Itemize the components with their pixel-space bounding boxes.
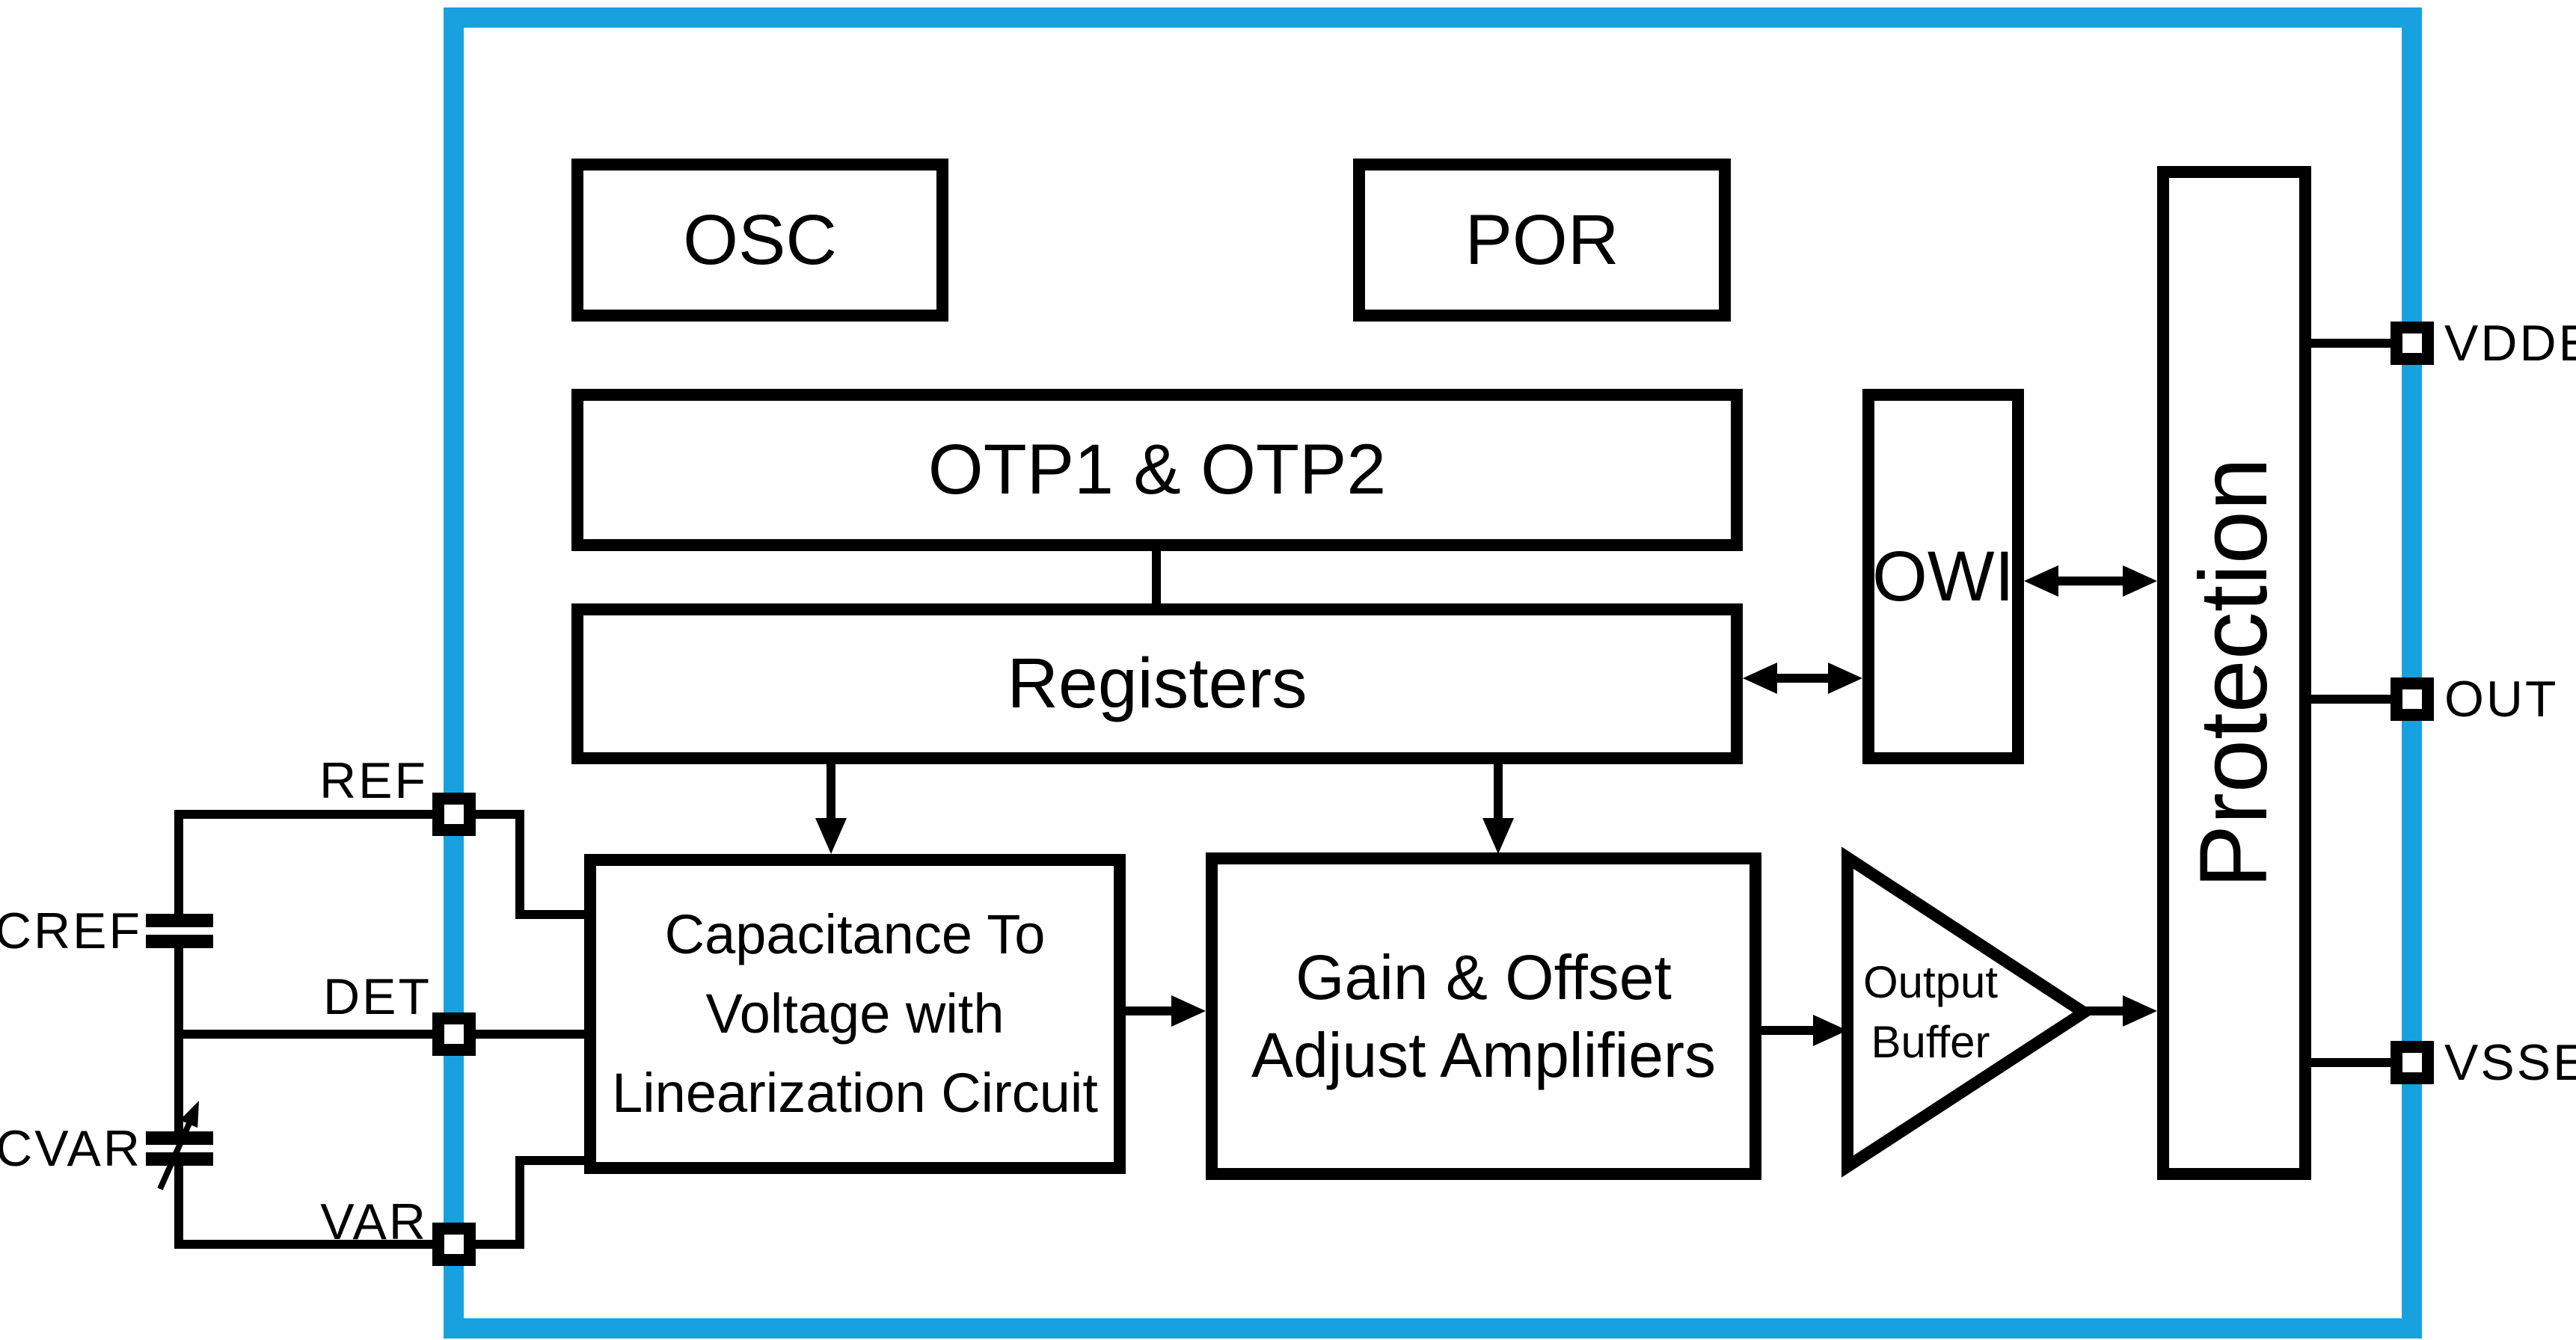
block-owi: OWI [1862, 389, 2024, 764]
block-osc: OSC [571, 159, 948, 322]
pin-label-var: VAR [320, 1193, 428, 1250]
block-capacitance-to-voltage: Capacitance To Voltage with Linearizatio… [584, 854, 1126, 1174]
c2v-line3: Linearization Circuit [612, 1062, 1098, 1124]
buffer-line1: Output [1862, 957, 1999, 1007]
arrowhead-down-c2v [815, 818, 847, 854]
pin-pad-det [432, 1012, 476, 1056]
wire-registers-owi [1773, 674, 1831, 683]
output-buffer-triangle [1841, 846, 2095, 1178]
pin-label-vdde: VDDE [2444, 315, 2576, 372]
pin-label-ref: REF [319, 752, 428, 809]
wire-protection-vdde [2311, 339, 2391, 348]
wire-var-entry [515, 1156, 584, 1165]
wire-buffer-protection [2084, 1006, 2127, 1015]
arrowhead-right-protection [2123, 565, 2157, 597]
block-registers: Registers [571, 603, 1743, 764]
wire-registers-c2v [827, 764, 835, 823]
pin-pad-out [2391, 677, 2434, 721]
wire-cref-cvar-lead [174, 948, 183, 1131]
block-protection-label: Protection [2180, 457, 2287, 889]
block-otp: OTP1 & OTP2 [571, 389, 1743, 551]
wire-owi-protection [2054, 577, 2127, 586]
arrowhead-buffer-protection [2123, 995, 2157, 1027]
pin-label-det: DET [323, 968, 432, 1025]
wire-gain-buffer [1761, 1026, 1817, 1035]
capacitor-label-cvar: CVAR [0, 1120, 142, 1177]
wire-det [179, 1030, 584, 1039]
block-owi-label: OWI [1872, 536, 2014, 616]
pin-pad-vsse [2391, 1041, 2434, 1084]
arrowhead-left-registers [1743, 663, 1777, 694]
block-registers-label: Registers [1007, 644, 1307, 723]
block-por: POR [1353, 159, 1731, 322]
pin-pad-vdde [2391, 322, 2434, 365]
wire-registers-gain [1494, 764, 1503, 823]
block-gain-offset-amplifiers: Gain & Offset Adjust Amplifiers [1206, 852, 1761, 1180]
pin-pad-ref [432, 793, 476, 836]
wire-otp-registers [1152, 551, 1161, 603]
gain-line1: Gain & Offset [1295, 942, 1672, 1012]
variable-capacitor-arrow [157, 1101, 199, 1190]
capacitor-cref-plate-top [146, 914, 213, 927]
pin-label-out: OUT [2444, 671, 2559, 728]
block-por-label: POR [1465, 200, 1619, 280]
pin-label-vsse: VSSE [2444, 1034, 2576, 1091]
chip-boundary-frame [444, 7, 2422, 1339]
capacitor-cref-plate-bottom [146, 935, 213, 948]
wire-cvar-bottom-lead [174, 1166, 183, 1249]
wire-protection-out [2311, 695, 2391, 704]
arrowhead-left-owi [2024, 565, 2058, 597]
wire-ref-riser [515, 810, 524, 919]
arrowhead-gain-buffer [1813, 1015, 1847, 1046]
buffer-line2: Buffer [1871, 1017, 1990, 1067]
wire-ref-entry [515, 910, 584, 919]
arrowhead-c2v-gain [1171, 995, 1206, 1027]
capacitor-label-cref: CREF [0, 903, 142, 959]
capacitor-cvar-plate-bottom [146, 1152, 213, 1166]
arrowhead-right-owi [1828, 663, 1862, 694]
wire-var-riser [515, 1156, 524, 1249]
wire-protection-vsse [2311, 1058, 2391, 1067]
block-otp-label: OTP1 & OTP2 [927, 430, 1387, 509]
output-buffer-text: Output Buffer [1844, 957, 2017, 1067]
wire-c2v-gain [1126, 1006, 1174, 1015]
block-osc-label: OSC [683, 200, 837, 280]
c2v-line2: Voltage with [705, 983, 1005, 1045]
block-protection [2157, 166, 2311, 1180]
c2v-line1: Capacitance To [664, 903, 1046, 965]
wire-cref-top-lead [174, 810, 183, 914]
gain-line2: Adjust Amplifiers [1251, 1020, 1716, 1090]
arrowhead-down-gain [1482, 818, 1514, 854]
pin-pad-var [432, 1223, 476, 1266]
